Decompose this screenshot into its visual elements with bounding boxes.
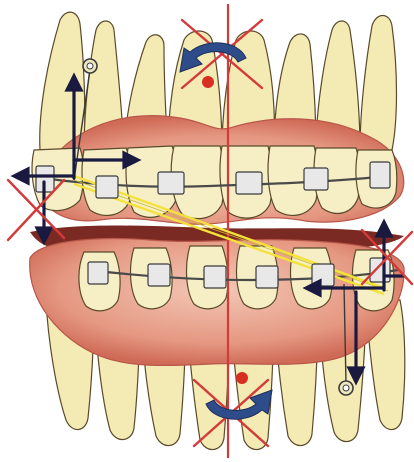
- hook-eyelet: [87, 63, 93, 69]
- bracket-icon: [370, 258, 390, 282]
- bracket-icon: [370, 162, 390, 188]
- bracket-icon: [236, 172, 262, 194]
- bracket-icon: [148, 264, 170, 286]
- bracket-icon: [304, 168, 328, 190]
- arrow-head: [377, 222, 391, 236]
- center-of-rotation-dot-icon: [202, 76, 214, 88]
- bracket-icon: [96, 176, 118, 198]
- upper-tooth: [360, 16, 397, 151]
- bracket-icon: [88, 262, 108, 284]
- bracket-icon: [204, 266, 226, 288]
- hook-eyelet: [343, 385, 349, 391]
- arrow-head: [14, 169, 28, 183]
- bracket-icon: [256, 266, 278, 288]
- center-of-rotation-dot-icon: [236, 372, 248, 384]
- bracket-icon: [158, 172, 184, 194]
